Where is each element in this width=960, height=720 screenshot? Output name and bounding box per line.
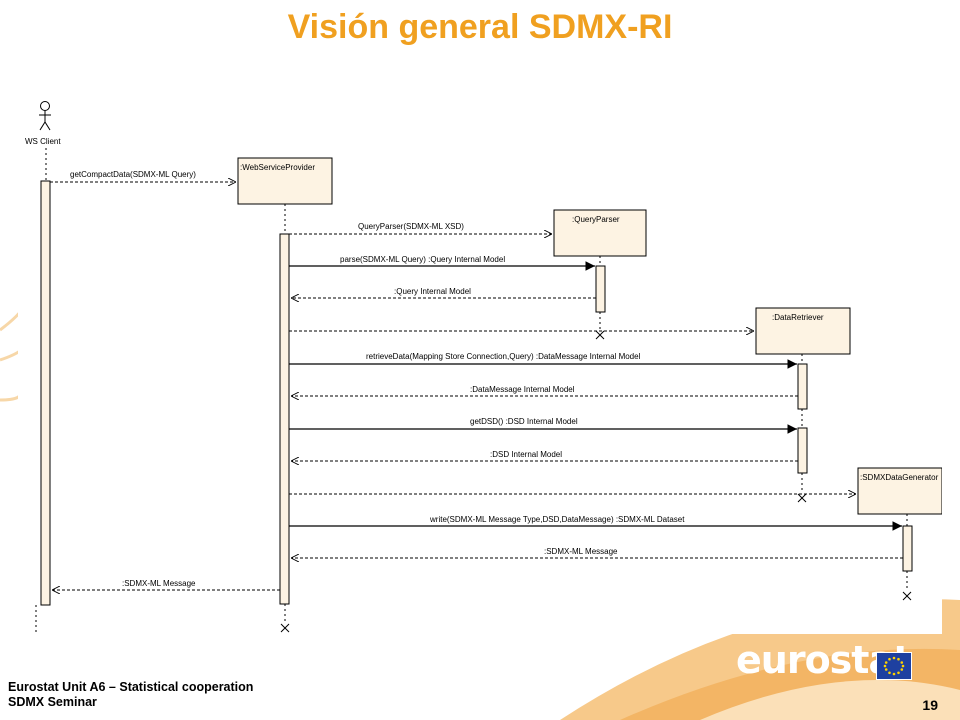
- data-retriever-destroy-icon: [797, 493, 807, 503]
- message-0-label: getCompactData(SDMX-ML Query): [70, 170, 196, 179]
- message-4-label: retrieveData(Mapping Store Connection,Qu…: [366, 352, 641, 361]
- message-0: getCompactData(SDMX-ML Query): [50, 170, 236, 182]
- slide-title: Visión general SDMX-RI: [287, 8, 673, 46]
- eu-flag-icon: [876, 652, 912, 680]
- query-parser-destroy-icon: [595, 330, 605, 340]
- message-3-label: :Query Internal Model: [394, 287, 471, 296]
- data-retriever-activation-2: [797, 427, 808, 474]
- message-10-label: :SDMX-ML Message: [122, 579, 196, 588]
- message-6-label: getDSD() :DSD Internal Model: [470, 417, 578, 426]
- sdmx-data-generator-destroy-icon: [902, 591, 912, 601]
- sdmx-data-generator-activation: [902, 525, 913, 572]
- data-retriever-label: :DataRetriever: [772, 313, 824, 322]
- message-9-label: :SDMX-ML Message: [544, 547, 618, 556]
- eu-stars-icon: [883, 656, 905, 676]
- sequence-diagram-frame: WS Client :WebServiceProvider :QueryPars…: [18, 86, 943, 634]
- footer-line-2: SDMX Seminar: [8, 695, 97, 709]
- message-4: retrieveData(Mapping Store Connection,Qu…: [289, 352, 797, 369]
- message-8-label: write(SDMX-ML Message Type,DSD,DataMessa…: [429, 515, 685, 524]
- message-6: getDSD() :DSD Internal Model: [289, 417, 797, 434]
- web-service-provider-label: :WebServiceProvider: [240, 163, 315, 172]
- sequence-diagram: WS Client :WebServiceProvider :QueryPars…: [25, 101, 943, 634]
- message-1-label: QueryParser(SDMX-ML XSD): [358, 222, 464, 231]
- message-10: :SDMX-ML Message: [52, 579, 280, 590]
- message-5: :DataMessage Internal Model: [291, 385, 798, 396]
- page-number: 19: [922, 697, 938, 713]
- sdmx-data-generator-label: :SDMXDataGenerator: [860, 473, 939, 482]
- footer-line-1: Eurostat Unit A6 – Statistical cooperati…: [8, 680, 254, 694]
- sdmx-data-generator-box: [857, 467, 943, 515]
- message-9: :SDMX-ML Message: [291, 547, 903, 558]
- web-service-provider-destroy-icon: [280, 623, 290, 633]
- message-7: :DSD Internal Model: [291, 450, 798, 461]
- message-3: :Query Internal Model: [291, 287, 596, 298]
- web-service-provider-activation: [279, 233, 290, 605]
- query-parser-activation: [595, 265, 606, 313]
- message-8: write(SDMX-ML Message Type,DSD,DataMessa…: [289, 515, 902, 531]
- message-1: QueryParser(SDMX-ML XSD): [289, 222, 552, 234]
- footer: Eurostat Unit A6 – Statistical cooperati…: [8, 680, 253, 710]
- message-5-label: :DataMessage Internal Model: [470, 385, 575, 394]
- data-retriever-activation-1: [797, 363, 808, 410]
- data-retriever-box: [755, 307, 851, 355]
- message-2-label: parse(SDMX-ML Query) :Query Internal Mod…: [340, 255, 505, 264]
- message-2: parse(SDMX-ML Query) :Query Internal Mod…: [289, 255, 595, 271]
- ws-client-activation: [40, 180, 51, 606]
- query-parser-label: :QueryParser: [572, 215, 620, 224]
- ws-client-label: WS Client: [25, 137, 61, 146]
- message-7-label: :DSD Internal Model: [490, 450, 562, 459]
- eurostat-logo: eurostat: [700, 630, 950, 700]
- ws-client-actor-icon: [39, 101, 51, 131]
